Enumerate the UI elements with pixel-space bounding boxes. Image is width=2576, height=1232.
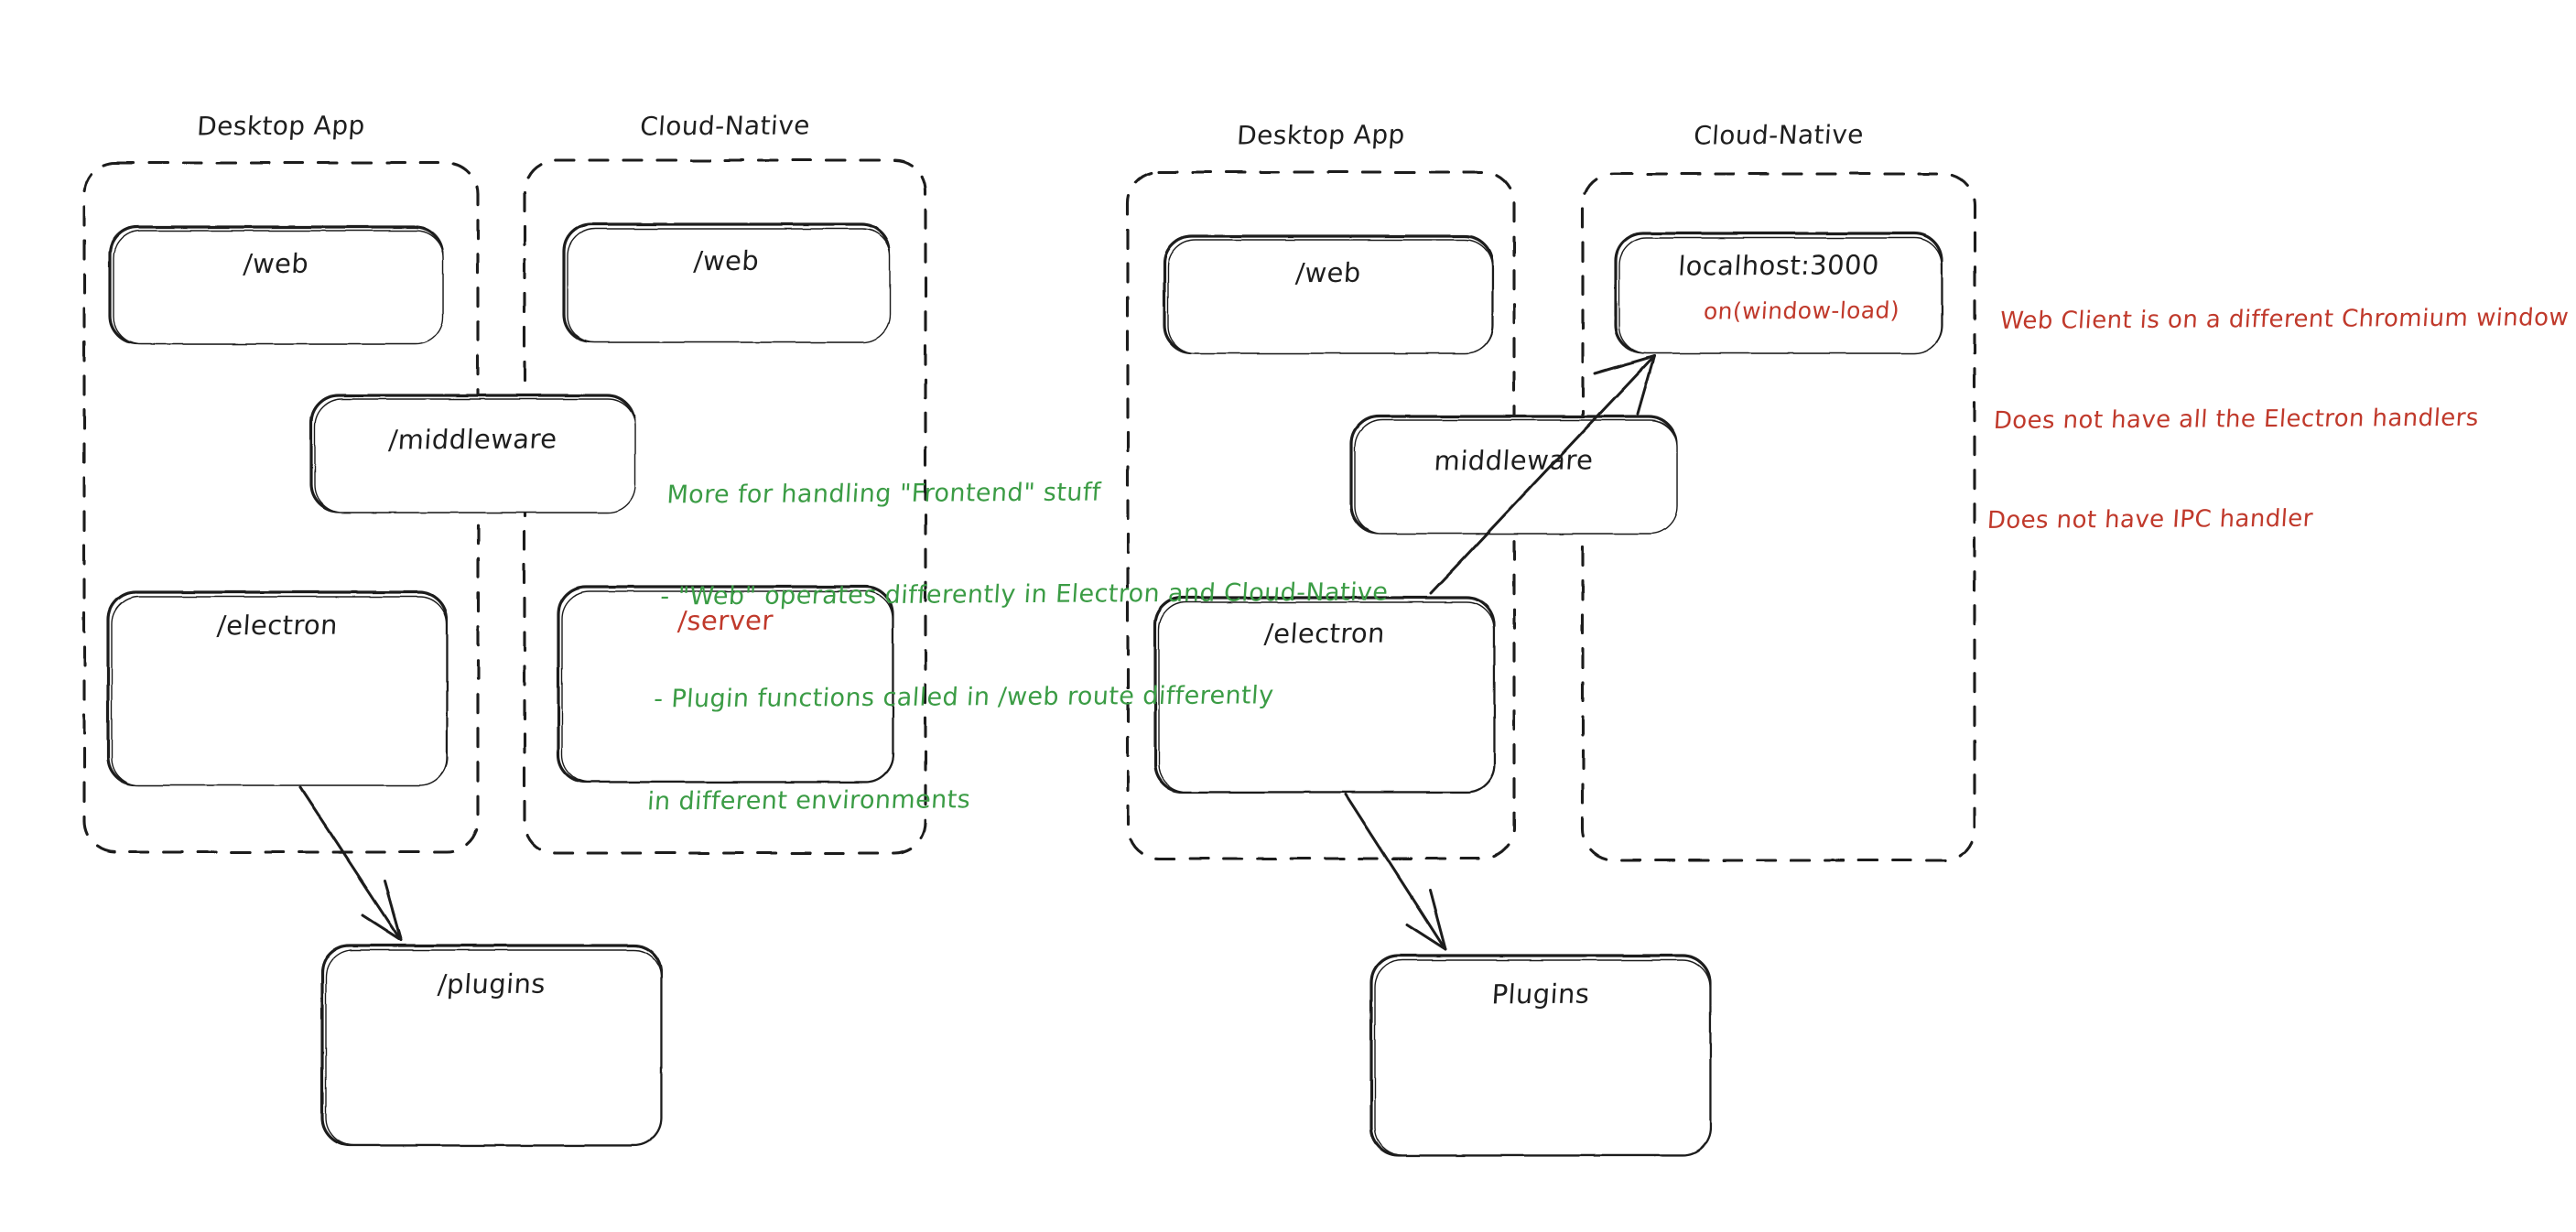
annotation-red-note: Web Client is on a different Chromium wi… <box>1982 234 2574 604</box>
node-left-plugins-echo <box>325 949 662 1146</box>
node-sublabel-right-localhost-on-window-load: on(window-load) <box>1703 297 1900 325</box>
arrow-left-electron-to-plugins <box>298 785 403 942</box>
node-left-cloud-web-echo <box>567 228 891 343</box>
node-left-desktop-web-echo <box>113 230 444 345</box>
annotation-green-note: More for handling "Frontend" stuff - "We… <box>642 405 1400 887</box>
arrow-right-electron-to-plugins <box>1344 793 1447 951</box>
node-label-right-plugins: Plugins <box>1490 978 1591 1010</box>
group-label-right-desktop-app: Desktop App <box>1236 119 1406 151</box>
group-label-right-cloud-native: Cloud-Native <box>1693 119 1865 151</box>
node-right-localhost-echo <box>1618 237 1943 354</box>
node-label-left-cloud-web: /web <box>692 244 761 277</box>
node-label-left-plugins: /plugins <box>437 967 547 1000</box>
node-left-server-echo <box>561 590 893 783</box>
node-right-plugins-echo <box>1374 959 1711 1156</box>
node-label-left-middleware: /middleware <box>387 423 558 456</box>
annotation-green-line-1: More for handling "Frontend" stuff <box>666 478 1102 509</box>
node-right-electron-echo <box>1158 601 1495 793</box>
node-label-left-desktop-web: /web <box>242 247 310 280</box>
group-label-left-cloud-native: Cloud-Native <box>639 110 811 142</box>
annotation-red-line-1: Web Client is on a different Chromium wi… <box>1998 303 2571 335</box>
node-left-middleware-echo <box>314 398 636 513</box>
node-label-right-desktop-web: /web <box>1294 256 1362 289</box>
arrow-right-electron-to-localhost <box>1429 354 1656 595</box>
node-left-electron-echo <box>111 596 448 786</box>
node-label-left-electron: /electron <box>216 609 340 642</box>
annotation-green-line-4: in different environments <box>646 785 972 816</box>
annotation-red-line-2: Does not have all the Electron handlers <box>1992 404 2480 435</box>
group-label-left-desktop-app: Desktop App <box>196 110 366 142</box>
node-label-right-localhost: localhost:3000 <box>1677 249 1880 282</box>
annotation-green-line-3: - Plugin functions called in /web route … <box>653 681 1275 714</box>
node-right-desktop-web-echo <box>1167 239 1493 354</box>
node-right-middleware-echo <box>1354 419 1678 535</box>
annotation-green-line-2: - "Web" operates differently in Electron… <box>659 578 1390 611</box>
node-label-right-middleware: middleware <box>1433 444 1595 477</box>
annotation-red-line-3: Does not have IPC handler <box>1986 504 2314 535</box>
